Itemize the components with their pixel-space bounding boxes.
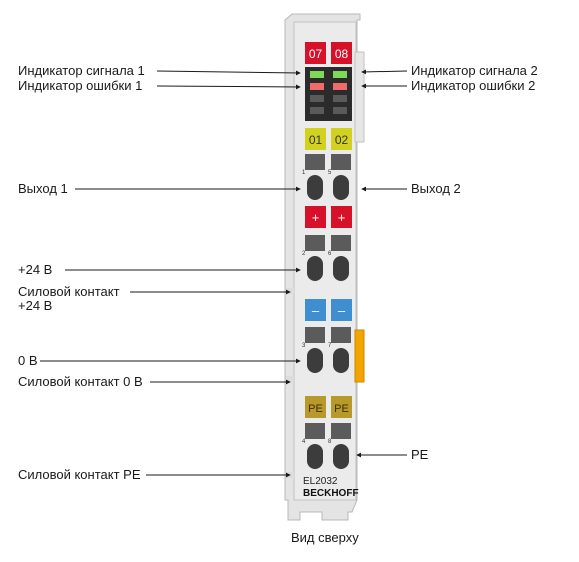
plus-red-tabs: + +	[305, 206, 352, 228]
terminal-number-1: 1	[302, 170, 306, 176]
terminal-3-clamp[interactable]	[307, 348, 323, 373]
label-zero-v: 0 В	[18, 353, 38, 368]
tab-07-label: 07	[309, 47, 323, 61]
terminal-number-2: 2	[302, 251, 306, 257]
terminal-number-6: 6	[328, 251, 332, 257]
leader-lines-left	[40, 70, 301, 478]
terminal-8-clamp[interactable]	[333, 444, 349, 469]
label-output-2: Выход 2	[411, 181, 461, 196]
label-error-led-2: Индикатор ошибки 2	[411, 78, 536, 93]
model-text: EL2032	[303, 476, 338, 487]
label-output-1: Выход 1	[18, 181, 68, 196]
terminal-number-5: 5	[328, 170, 332, 176]
terminal-5-clamp[interactable]	[333, 175, 349, 200]
label-signal-led-1: Индикатор сигнала 1	[18, 63, 145, 78]
terminal-group-3: 3 7	[302, 327, 351, 373]
terminal-number-8: 8	[328, 439, 332, 445]
tab-plus-1	[305, 206, 326, 228]
label-signal-led-2: Индикатор сигнала 2	[411, 63, 538, 78]
tab-minus-2	[331, 299, 352, 321]
tab-plus-2	[331, 206, 352, 228]
tab-01-label: 01	[309, 133, 323, 147]
terminal-6-clamp[interactable]	[333, 256, 349, 281]
terminal-group-2: 2 6	[302, 235, 351, 281]
output-yellow-tabs: 01 02	[305, 128, 352, 150]
label-power-contact-24v-line2: +24 В	[18, 298, 53, 313]
top-red-tabs: 07 08	[305, 42, 352, 64]
terminal-1-clamp[interactable]	[307, 175, 323, 200]
caption-top-view: Вид сверху	[291, 530, 359, 545]
tab-08	[331, 42, 352, 64]
tab-02	[331, 128, 352, 150]
tab-plus-1-label: +	[312, 210, 320, 225]
leader-lines-right	[356, 69, 408, 458]
terminal-group-1: 1 5	[302, 154, 351, 200]
tab-01	[305, 128, 326, 150]
terminal-2-clamp[interactable]	[307, 256, 323, 281]
terminal-number-4: 4	[302, 439, 306, 445]
label-power-contact-0v: Силовой контакт 0 В	[18, 374, 143, 389]
error-led-2	[333, 83, 347, 90]
tab-02-label: 02	[335, 133, 349, 147]
terminal-group-4: 4 8	[302, 423, 351, 469]
tab-08-label: 08	[335, 47, 349, 61]
label-power-contact-pe: Силовой контакт PE	[18, 467, 141, 482]
label-power-contact-24v-line1: Силовой контакт	[18, 284, 120, 299]
signal-led-1	[310, 71, 324, 78]
tab-pe-2-label: PE	[334, 403, 349, 415]
terminal-4-clamp[interactable]	[307, 444, 323, 469]
led-block	[305, 67, 352, 121]
terminal-7-clamp[interactable]	[333, 348, 349, 373]
orange-side-tab	[354, 329, 365, 383]
tab-pe-1	[305, 396, 326, 418]
tab-minus-1-label: –	[312, 303, 320, 318]
pe-tabs: PE PE	[305, 396, 352, 418]
label-plus24v: +24 В	[18, 262, 53, 277]
tab-minus-1	[305, 299, 326, 321]
error-led-1	[310, 83, 324, 90]
signal-led-2	[333, 71, 347, 78]
label-error-led-1: Индикатор ошибки 1	[18, 78, 143, 93]
brand-logo-text: BECKHOFF	[303, 488, 359, 499]
terminal-number-7: 7	[328, 343, 332, 349]
tab-plus-2-label: +	[338, 210, 346, 225]
tab-07	[305, 42, 326, 64]
minus-blue-tabs: – –	[305, 299, 352, 321]
tab-pe-1-label: PE	[308, 403, 323, 415]
tab-minus-2-label: –	[338, 303, 346, 318]
tab-pe-2	[331, 396, 352, 418]
terminal-number-3: 3	[302, 343, 306, 349]
label-pe: PE	[411, 447, 429, 462]
